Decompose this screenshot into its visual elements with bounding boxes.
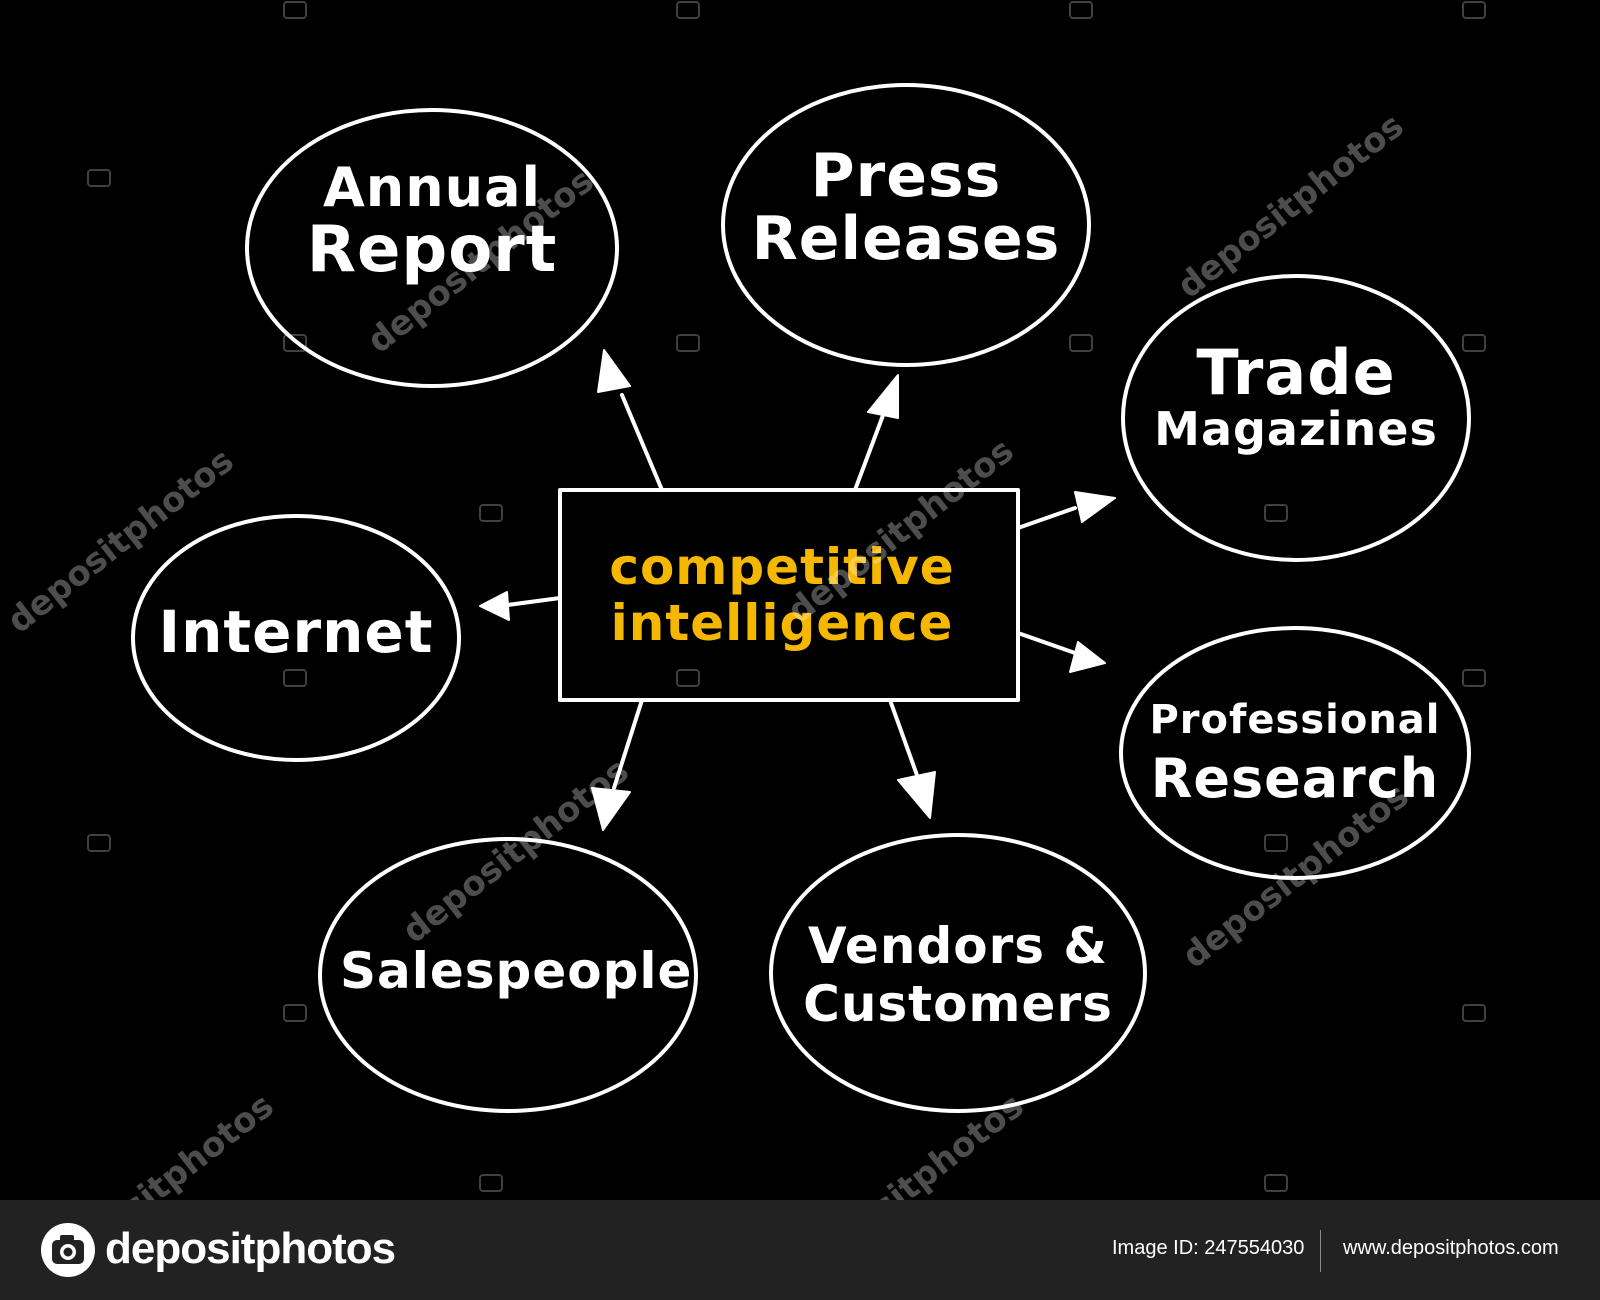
camera-glyph-grid [87,1,1486,1192]
footer-url: www.depositphotos.com [1343,1237,1559,1259]
node-vendors-customers-line2: Customers [803,974,1113,1033]
oval-annual-report [245,108,619,388]
oval-vendors-customers [769,833,1147,1113]
oval-salespeople [318,837,698,1113]
footer-image-id: Image ID: 247554030 [1112,1237,1305,1259]
node-internet: Internet [140,602,452,663]
connector-press-releases [853,408,887,492]
connector-salespeople [612,698,644,790]
center-label-line1: competitive [609,538,955,596]
arrowhead-professional-research [1069,641,1106,673]
node-trade-magazines: Trade Magazines [1141,340,1451,453]
center-label-line2: intelligence [610,594,954,652]
footer-bar: depositphotos Image ID: 247554030 www.de… [0,1200,1600,1300]
node-press-releases-line1: Press [810,141,1002,211]
node-internet-line1: Internet [158,598,434,666]
arrowhead-vendors-customers [897,771,936,819]
connector-professional-research [1016,631,1077,655]
connector-vendors-customers [888,698,920,780]
node-vendors-customers: Vendors & Customers [790,917,1126,1033]
arrowhead-salespeople [591,787,631,831]
arrowhead-press-releases [867,374,899,419]
node-salespeople-line1: Salespeople [340,942,693,1000]
arrowhead-trade-magazines [1074,491,1116,523]
node-professional-research-line1: Professional [1149,697,1441,743]
oval-professional-research [1119,626,1471,880]
arrowhead-internet [479,591,510,621]
depositphotos-logo-icon [41,1223,95,1277]
arrowhead-annual-report [597,349,631,393]
node-professional-research-line2: Research [1150,747,1440,810]
oval-press-releases [721,83,1091,367]
node-salespeople: Salespeople [340,942,693,1000]
node-press-releases-line2: Releases [751,204,1061,274]
connector-trade-magazines [1016,506,1077,530]
node-annual-report-line2: Report [306,212,558,287]
node-annual-report-line1: Annual [322,156,542,219]
node-professional-research: Professional Research [1128,695,1462,813]
connector-internet [498,596,562,608]
connector-annual-report [620,393,664,492]
oval-trade-magazines [1121,274,1471,562]
center-box [558,488,1020,702]
mind-map-canvas: Annual Report Press Releases Trade Magaz… [0,1,1486,1200]
center-label: competitive intelligence [562,500,1002,690]
footer-divider [1320,1230,1321,1272]
node-annual-report: Annual Report [282,156,582,287]
node-trade-magazines-line2: Magazines [1154,402,1438,457]
mind-map-diagram [131,83,1471,1113]
oval-internet [131,514,461,762]
camera-glyph-icons [87,1,1486,1192]
footer-brand: depositphotos [105,1224,396,1273]
node-trade-magazines-line1: Trade [1196,336,1396,409]
node-press-releases: Press Releases [746,145,1066,271]
node-vendors-customers-line1: Vendors & [807,917,1109,975]
